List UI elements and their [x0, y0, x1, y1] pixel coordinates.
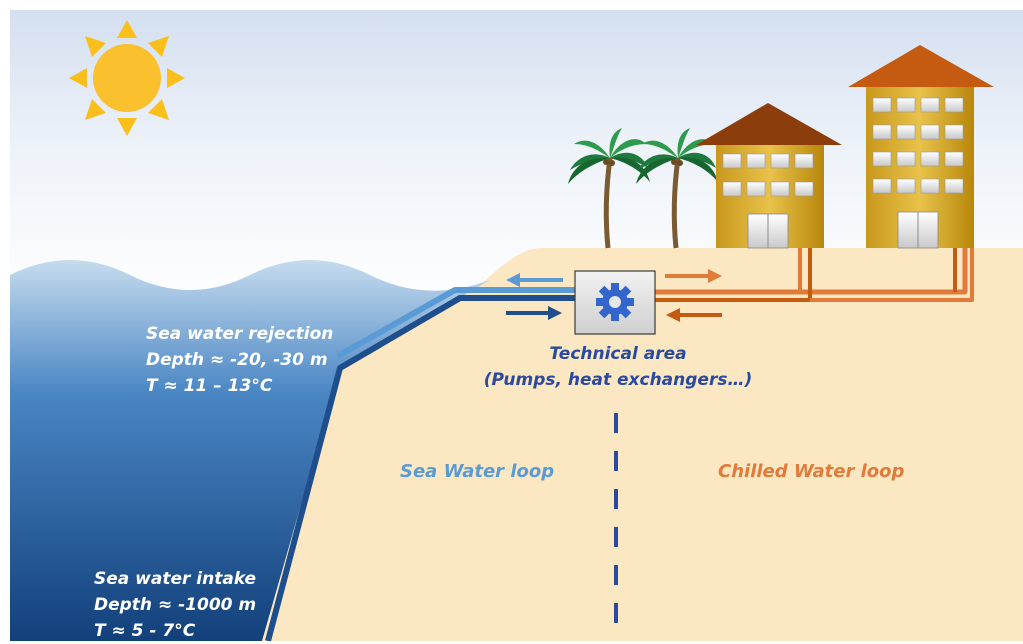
technical-area-subtitle: (Pumps, heat exchangers…) [483, 370, 753, 390]
intake-pipe [265, 295, 575, 641]
technical-area-title: Technical area [549, 344, 687, 364]
rejection-temperature: T ≈ 11 – 13°C [146, 376, 273, 396]
chilled-water-loop-label: Chilled Water loop [718, 461, 905, 482]
intake-title: Sea water intake [94, 569, 257, 589]
sun-icon [69, 20, 185, 136]
building-icon [848, 45, 994, 249]
sea-water-pipes [265, 287, 575, 641]
intake-depth: Depth ≈ -1000 m [94, 595, 257, 615]
rejection-pipe [336, 287, 575, 359]
sea-water-rejection-label: Sea water rejection Depth ≈ -20, -30 m T… [146, 321, 333, 399]
rejection-depth: Depth ≈ -20, -30 m [146, 350, 328, 370]
technical-area-box [574, 270, 656, 335]
gear-icon [596, 283, 634, 321]
technical-area-label: Technical area (Pumps, heat exchangers…) [458, 341, 778, 393]
flow-arrows [506, 269, 722, 322]
land-area [262, 248, 1023, 641]
intake-temperature: T ≈ 5 - 7°C [94, 621, 196, 641]
sea-water-loop-label: Sea Water loop [400, 461, 555, 482]
sea-area [10, 260, 490, 641]
rejection-title: Sea water rejection [146, 324, 334, 344]
sea-water-intake-label: Sea water intake Depth ≈ -1000 m T ≈ 5 -… [94, 566, 256, 644]
chilled-water-pipes [655, 248, 974, 302]
building-icon [696, 103, 842, 249]
